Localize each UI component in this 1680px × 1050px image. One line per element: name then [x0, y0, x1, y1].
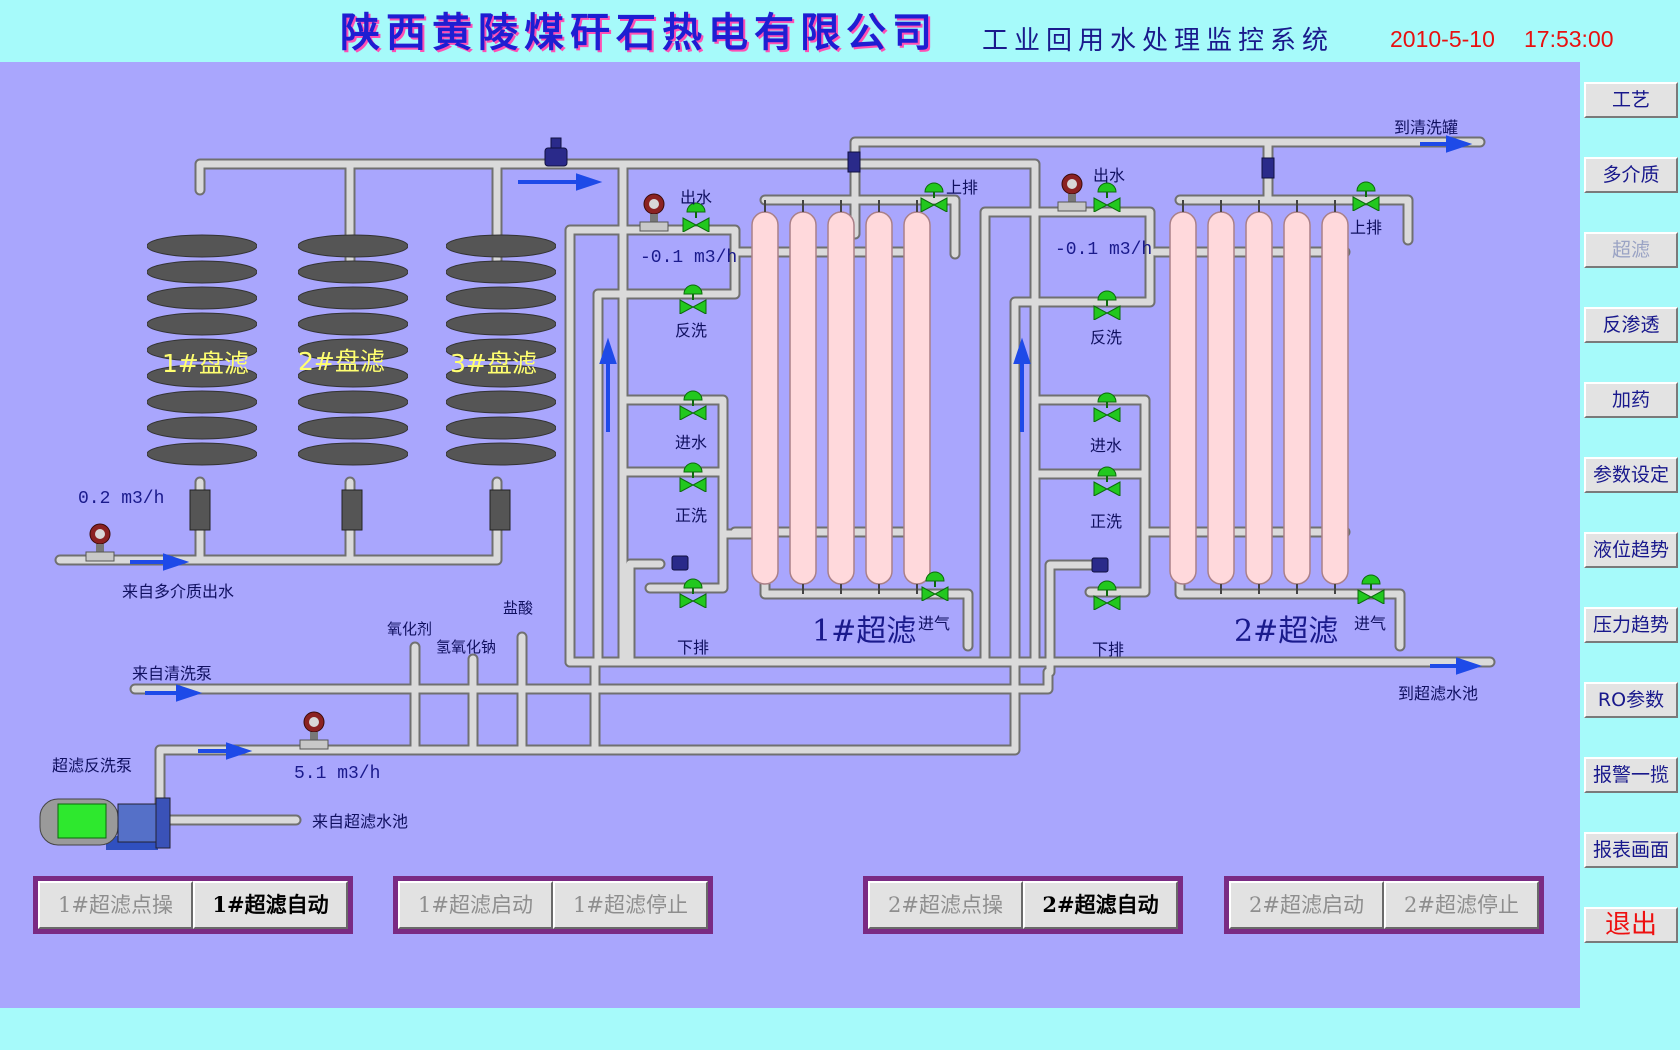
uf1-start-button[interactable]: 1#超滤启动: [398, 881, 553, 929]
nav-multimedia[interactable]: 多介质: [1584, 157, 1678, 193]
from-clean-pump-label: 来自清洗泵: [132, 664, 213, 683]
uf2-run-group: 2#超滤启动 2#超滤停止: [1224, 876, 1544, 934]
disc-filter-1-label: 1#盘滤: [162, 349, 249, 378]
uf1-name: 1#超滤: [812, 614, 917, 649]
nav-ro-parameters[interactable]: RO参数: [1584, 682, 1678, 718]
process-graphics: [39, 135, 1496, 850]
disc-filter-3-label: 3#盘滤: [450, 349, 537, 378]
to-uf-pool-label: 到超滤水池: [1398, 684, 1479, 703]
nav-alarm-overview[interactable]: 报警一揽: [1584, 757, 1678, 793]
uf1-run-group: 1#超滤启动 1#超滤停止: [393, 876, 713, 934]
hcl-label: 盐酸: [503, 599, 534, 617]
backwash-pump-label: 超滤反洗泵: [52, 756, 133, 775]
uf1-outlet-valve-label: 出水: [680, 188, 713, 207]
nav-reverse-osmosis[interactable]: 反渗透: [1584, 307, 1678, 343]
disc-filter-2-label: 2#盘滤: [298, 347, 385, 376]
uf2-inlet-valve-label: 进水: [1090, 436, 1123, 455]
uf2-name: 2#超滤: [1234, 614, 1339, 649]
uf1-stop-button[interactable]: 1#超滤停止: [553, 881, 708, 929]
uf2-backwash-valve-label: 反洗: [1090, 328, 1123, 347]
uf1-bottom-drain-valve-label: 下排: [677, 638, 710, 657]
uf2-manual-button[interactable]: 2#超滤点操: [868, 881, 1023, 929]
nav-pressure-trend[interactable]: 压力趋势: [1584, 607, 1678, 643]
uf1-flow-readout: -0.1 m3/h: [640, 248, 738, 268]
nav-parameter-settings[interactable]: 参数设定: [1584, 457, 1678, 493]
nav-report-screen[interactable]: 报表画面: [1584, 832, 1678, 868]
uf2-outlet-valve-label: 出水: [1093, 166, 1126, 185]
time-readout: 17:53:00: [1524, 26, 1614, 52]
uf1-top-drain-valve-label: 上排: [946, 178, 979, 197]
uf1-membranes: [751, 211, 931, 585]
uf1-inlet-valve-label: 进水: [675, 433, 708, 452]
from-multimedia-label: 来自多介质出水: [122, 582, 235, 601]
nav-level-trend[interactable]: 液位趋势: [1584, 532, 1678, 568]
uf2-auto-button[interactable]: 2#超滤自动: [1023, 881, 1178, 929]
backwash-pump-graphic: [39, 797, 171, 850]
backwash-flow-readout: 5.1 m3/h: [294, 764, 381, 784]
to-cleaning-tank-label: 到清洗罐: [1394, 118, 1459, 137]
uf1-auto-button[interactable]: 1#超滤自动: [193, 881, 348, 929]
from-uf-pool-label: 来自超滤水池: [312, 812, 409, 831]
uf2-membranes: [1169, 211, 1349, 585]
nav-ultrafiltration[interactable]: 超滤: [1584, 232, 1678, 268]
uf2-start-button[interactable]: 2#超滤启动: [1229, 881, 1384, 929]
process-diagram: 1#盘滤 2#盘滤 3#盘滤 0.2 m3/h -0.1 m3/h -0.1 m…: [0, 62, 1580, 1008]
uf1-forward-wash-valve-label: 正洗: [675, 506, 708, 525]
uf2-mode-group: 2#超滤点操 2#超滤自动: [863, 876, 1183, 934]
system-title: 工业回用水处理监控系统: [982, 26, 1335, 56]
uf2-forward-wash-valve-label: 正洗: [1090, 512, 1123, 531]
nav-dosing[interactable]: 加药: [1584, 382, 1678, 418]
inlet-flow-readout: 0.2 m3/h: [78, 489, 165, 509]
uf2-flow-readout: -0.1 m3/h: [1055, 240, 1153, 260]
uf2-top-drain-valve-label: 上排: [1350, 218, 1383, 237]
company-name: 陕西黄陵煤矸石热电有限公司: [340, 9, 938, 56]
uf1-mode-group: 1#超滤点操 1#超滤自动: [33, 876, 353, 934]
uf1-manual-button[interactable]: 1#超滤点操: [38, 881, 193, 929]
uf1-backwash-valve-label: 反洗: [675, 321, 708, 340]
header: 陕西黄陵煤矸石热电有限公司 工业回用水处理监控系统 2010-5-10 17:5…: [0, 0, 1680, 62]
naoh-label: 氢氧化钠: [436, 638, 497, 656]
nav-process[interactable]: 工艺: [1584, 82, 1678, 118]
uf2-stop-button[interactable]: 2#超滤停止: [1384, 881, 1539, 929]
uf2-bottom-drain-valve-label: 下排: [1092, 640, 1125, 659]
sidebar-nav: 工艺 多介质 超滤 反渗透 加药 参数设定 液位趋势 压力趋势 RO参数 报警一…: [1580, 62, 1680, 1050]
date-readout: 2010-5-10: [1390, 26, 1495, 52]
uf1-air-inlet-valve-label: 进气: [918, 614, 951, 633]
exit-button[interactable]: 退出: [1584, 907, 1678, 943]
uf2-air-inlet-valve-label: 进气: [1354, 614, 1387, 633]
oxidant-label: 氧化剂: [387, 620, 433, 638]
